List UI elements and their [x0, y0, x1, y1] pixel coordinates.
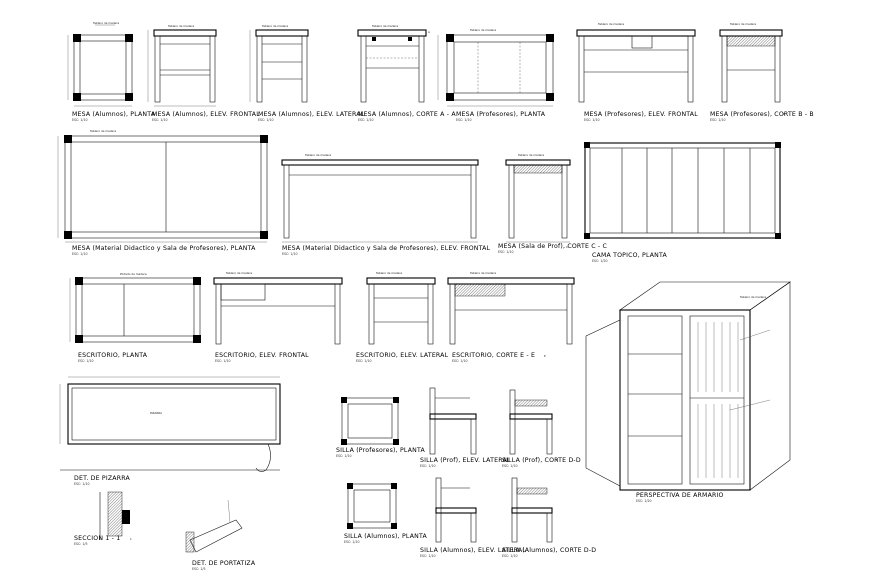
- title-mesa-alumnos-planta: MESA (Alumnos), PLANTA: [72, 111, 156, 118]
- scale-label: ESC: 1/10: [356, 359, 372, 363]
- note-tablero: Tablero de madera: [469, 28, 496, 32]
- scale-label: ESC: 1/10: [420, 554, 436, 558]
- escritorio-elev-lateral-drawing: [366, 277, 436, 345]
- section-mark-b: B: [783, 112, 785, 116]
- silla-prof-elev-lateral-drawing: [429, 387, 477, 455]
- note-tablero: Tablero de madera: [375, 271, 402, 275]
- note-tablero: Tablero de madera: [371, 24, 398, 28]
- escritorio-planta-drawing: [69, 277, 201, 343]
- note-tablero: Tablero de madera: [304, 153, 331, 157]
- title-mesa-alumnos-elev-frontal: MESA (Alumnos), ELEV. FRONTAL: [152, 111, 260, 118]
- scale-label: ESC: 1/10: [74, 482, 90, 486]
- scale-label: ESC: 1/10: [358, 118, 374, 122]
- section-mark-1: 1: [130, 537, 132, 541]
- cama-topico-planta-drawing: [584, 142, 781, 239]
- scale-label: ESC: 1/10: [584, 118, 600, 122]
- mesa-alumnos-elev-frontal-drawing: [147, 29, 217, 107]
- scale-label: ESC: 1/10: [502, 464, 518, 468]
- scale-label: ESC: 1/10: [344, 540, 360, 544]
- note-tablero: Tablero de madera: [89, 129, 116, 133]
- title-silla-prof-elev-lateral: SILLA (Prof), ELEV. LATERAL: [420, 457, 511, 464]
- note-tablero: Tablero de madera: [261, 24, 288, 28]
- title-mesa-alumnos-corte-aa: MESA (Alumnos), CORTE A - A: [358, 111, 456, 118]
- silla-profesores-planta-drawing: [341, 397, 399, 445]
- title-escritorio-planta: ESCRITORIO, PLANTA: [78, 352, 148, 359]
- title-silla-alumnos-planta: SILLA (Alumnos), PLANTA: [344, 533, 427, 540]
- note-tablero: Tablero de madera: [729, 22, 756, 26]
- title-seccion-11: SECCION 1 - 1: [74, 535, 120, 542]
- scale-label: ESC: 1/10: [456, 118, 472, 122]
- title-silla-profesores-planta: SILLA (Profesores), PLANTA: [336, 447, 425, 454]
- scale-label: ESC: 1/10: [502, 554, 518, 558]
- note-tablero: Tablero de madera: [469, 271, 496, 275]
- scale-label: ESC: 1/5: [192, 567, 205, 571]
- scale-label: ESC: 1/5: [74, 542, 87, 546]
- note-tablero: Tablero de madera: [225, 271, 252, 275]
- title-mesa-profesores-planta: MESA (Profesores), PLANTA: [456, 111, 546, 118]
- scale-label: ESC: 1/20: [636, 499, 652, 503]
- title-mesa-sala-corte-cc: MESA (Sala de Prof), CORTE C - C: [498, 243, 607, 250]
- mesa-alumnos-planta-drawing: [67, 24, 133, 107]
- silla-prof-corte-dd-drawing: [509, 389, 553, 455]
- title-silla-alumnos-corte-dd: SILLA (Alumnos), CORTE D-D: [502, 547, 596, 554]
- scale-label: ESC: 1/10: [78, 359, 94, 363]
- title-mesa-alumnos-elev-lateral: MESA (Alumnos), ELEV. LATERAL: [258, 111, 365, 118]
- note-tablero: Tablero de madera: [167, 24, 194, 28]
- section-mark-a: A: [428, 30, 430, 34]
- silla-alumnos-elev-lateral-drawing: [435, 477, 477, 543]
- scale-label: ESC: 1/10: [72, 252, 88, 256]
- scale-label: ESC: 1/10: [258, 118, 274, 122]
- scale-label: ESC: 1/10: [710, 118, 726, 122]
- title-mesa-profesores-corte-bb: MESA (Profesores), CORTE B - B: [710, 111, 814, 118]
- scale-label: ESC: 1/10: [152, 118, 168, 122]
- section-mark-d: D: [556, 458, 558, 462]
- escritorio-corte-ee-drawing: [447, 277, 575, 345]
- scale-label: ESC: 1/10: [336, 454, 352, 458]
- pizarra-label: PIZARRA: [150, 411, 162, 415]
- note-tablero: Tablero de madera: [517, 153, 544, 157]
- title-mesa-material-planta: MESA (Material Didactico y Sala de Profe…: [72, 245, 256, 252]
- title-cama-topico-planta: CAMA TOPICO, PLANTA: [592, 252, 668, 259]
- scale-label: ESC: 1/10: [420, 464, 436, 468]
- scale-label: ESC: 1/10: [282, 252, 298, 256]
- portatiza-drawing: [185, 499, 243, 553]
- mesa-alumnos-elev-lateral-drawing: [249, 29, 309, 103]
- mesa-profesores-corte-bb-drawing: [719, 29, 783, 103]
- title-mesa-material-elev-frontal: MESA (Material Didactico y Sala de Profe…: [282, 245, 491, 252]
- pizarra-drawing: [59, 376, 281, 472]
- title-det-pizarra: DET. DE PIZARRA: [74, 475, 130, 482]
- note-tablero: Tablero de madera: [739, 295, 766, 299]
- silla-alumnos-corte-dd-drawing: [511, 477, 553, 543]
- note-tablero: Tablero de madera: [597, 22, 624, 26]
- mesa-sala-corte-cc-drawing: [505, 159, 571, 243]
- mesa-alumnos-corte-aa-drawing: [357, 29, 427, 103]
- scale-label: ESC: 1/10: [452, 359, 468, 363]
- title-mesa-profesores-elev-frontal: MESA (Profesores), ELEV. FRONTAL: [584, 111, 698, 118]
- note-pintado: Pintado de madera: [120, 272, 147, 276]
- seccion-11-drawing: [99, 491, 130, 540]
- note-tablero: Tablero de madera: [92, 21, 119, 25]
- title-det-portatiza: DET. DE PORTATIZA: [192, 560, 256, 567]
- scale-label: ESC: 1/10: [498, 250, 514, 254]
- silla-alumnos-planta-drawing: [347, 483, 397, 529]
- armario-perspective-drawing: [585, 281, 791, 491]
- title-perspectiva-armario: PERSPECTIVA DE ARMARIO: [636, 492, 724, 499]
- scale-label: ESC: 1/10: [72, 118, 88, 122]
- title-silla-alumnos-elev-lateral: SILLA (Alumnos), ELEV. LATERAL: [420, 547, 526, 554]
- section-mark-e: E: [544, 354, 546, 358]
- escritorio-elev-frontal-drawing: [213, 277, 343, 345]
- title-silla-prof-corte-dd: SILLA (Prof), CORTE D-D: [502, 457, 581, 464]
- mesa-profesores-planta-drawing: [437, 34, 554, 107]
- title-escritorio-elev-lateral: ESCRITORIO, ELEV. LATERAL: [356, 352, 449, 359]
- scale-label: ESC: 1/20: [592, 259, 608, 263]
- title-escritorio-elev-frontal: ESCRITORIO, ELEV. FRONTAL: [215, 352, 309, 359]
- title-escritorio-corte-ee: ESCRITORIO, CORTE E - E: [452, 352, 535, 359]
- mesa-material-planta-drawing: [57, 135, 268, 243]
- section-mark-c: C: [566, 245, 568, 249]
- mesa-profesores-elev-frontal-drawing: [576, 29, 696, 103]
- mesa-material-elev-frontal-drawing: [281, 159, 479, 243]
- scale-label: ESC: 1/10: [215, 359, 231, 363]
